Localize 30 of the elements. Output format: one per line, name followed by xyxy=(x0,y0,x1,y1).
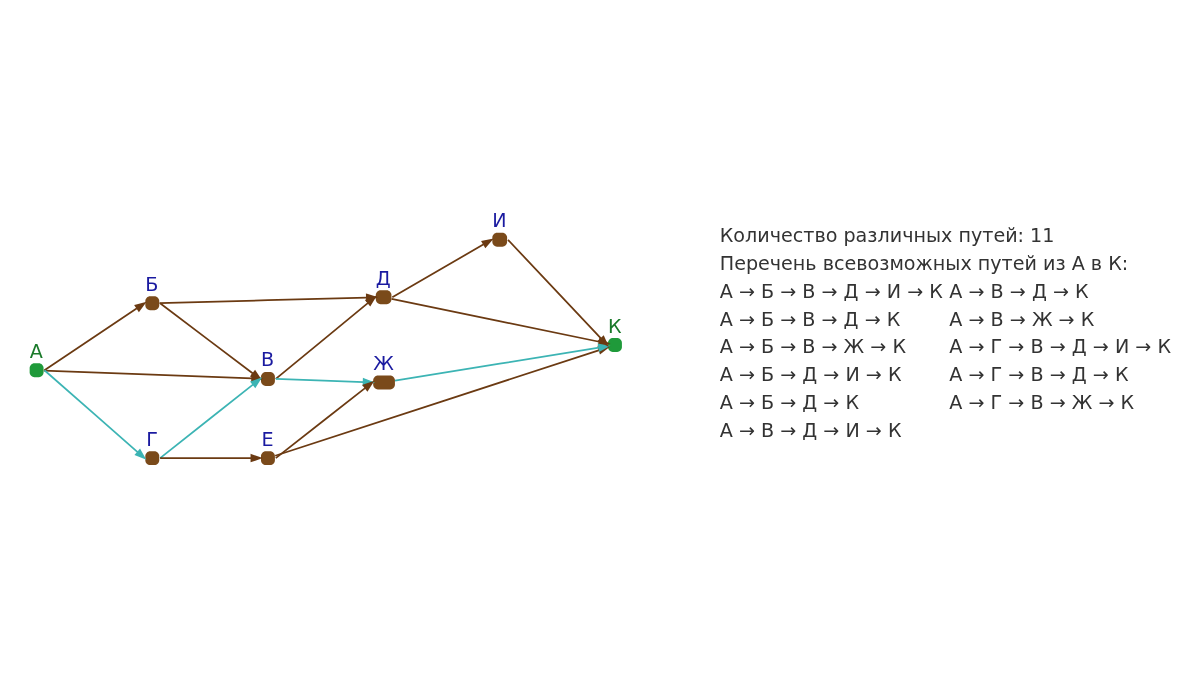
arrow xyxy=(159,453,263,462)
node-label: Б xyxy=(145,272,159,296)
node-label: К xyxy=(608,314,622,337)
label: Перечень всевозможных путей из А в К: xyxy=(719,251,1129,275)
label: А → Б → В → Д → И → К xyxy=(719,279,943,303)
label: А → Б → В → Д → К xyxy=(719,307,901,331)
label: А → Б → Д → И → К xyxy=(719,362,902,386)
label: А → В → Ж → К xyxy=(949,307,1095,331)
arrow xyxy=(43,301,147,371)
node-box xyxy=(373,374,395,389)
node-label: Е xyxy=(261,427,274,451)
label: А → Б → Д → К xyxy=(719,390,860,414)
label: А → Г → В → Ж → К xyxy=(949,390,1135,414)
arrow xyxy=(391,237,494,298)
node-label: А xyxy=(29,339,43,363)
label: А → В → Д → К xyxy=(949,279,1089,303)
node-label: И xyxy=(492,208,507,232)
node-label: Г xyxy=(146,427,158,451)
arrow xyxy=(43,368,147,460)
node-label: Д xyxy=(375,266,391,290)
label: А → Б → В → Ж → К xyxy=(719,334,907,358)
node-label: Ж xyxy=(373,351,394,375)
arrow xyxy=(274,295,377,380)
label: А → В → Д → И → К xyxy=(719,418,902,442)
arrow xyxy=(159,376,263,459)
node-label: В xyxy=(260,347,275,371)
label: А → Г → В → Д → К xyxy=(949,362,1129,386)
arrow xyxy=(274,380,375,459)
label: А → Г → В → Д → И → К xyxy=(949,334,1171,358)
label: Количество различных путей: 11 xyxy=(719,223,1055,247)
